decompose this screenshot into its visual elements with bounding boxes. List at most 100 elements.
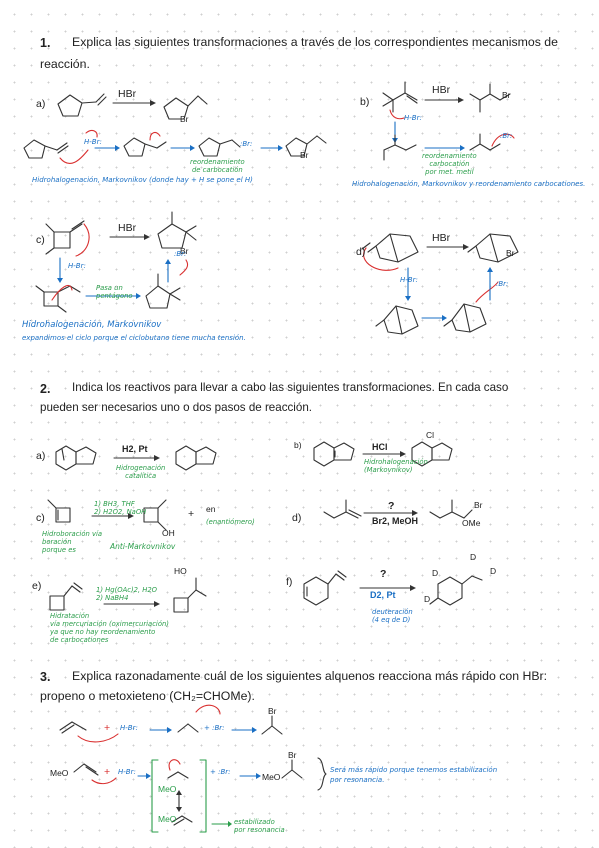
q3-stab-note: estabilizado por resonancia bbox=[234, 818, 285, 834]
q1b-product-structure bbox=[469, 83, 511, 113]
q3-conclusion-line1: Será más rápido porque tenemos estabiliz… bbox=[330, 766, 498, 774]
q3-conclusion-line2: por resonancia. bbox=[330, 776, 385, 784]
q2f-note-line2: (4 eq de D) bbox=[372, 616, 411, 624]
q3-row1-product-br: Br bbox=[268, 706, 277, 716]
q1b-note-line3: por met. metil bbox=[425, 168, 474, 176]
q2d-label: d) bbox=[292, 512, 302, 524]
q1d-bromide: :Br: bbox=[496, 280, 509, 288]
q1-text-line2: reacción. bbox=[40, 57, 90, 71]
q2c-note: Hidroboración vía boración porque es bbox=[42, 530, 102, 554]
q2e-note-line3: ya que no hay reordenamiento bbox=[50, 628, 156, 636]
q2c-plus: + bbox=[188, 508, 195, 520]
q2c-reagent-line1: 1) BH3, THF bbox=[94, 500, 135, 508]
q2d-question: ? bbox=[388, 500, 395, 512]
q3-row2-product bbox=[281, 759, 303, 779]
q2c-reagent-line2: 2) H2O2, NaOH bbox=[94, 508, 147, 516]
q2f-d-label-4: D bbox=[424, 594, 431, 604]
q1c-mech bbox=[35, 257, 189, 313]
q3-row1-plus: + bbox=[104, 722, 111, 734]
q2f-question: ? bbox=[380, 568, 387, 580]
q2c-note-line3: porque es bbox=[42, 546, 76, 554]
q1b-mech bbox=[383, 109, 515, 161]
q1d-product-structure bbox=[467, 233, 519, 263]
q3-row1-propene bbox=[59, 721, 119, 743]
q1c-note-line1: Pasa un bbox=[96, 284, 123, 292]
q1a-mech-step3 bbox=[198, 137, 241, 157]
q2f-note: deuteración (4 eq de D) bbox=[372, 608, 413, 624]
q3-stab-line2: por resonancia bbox=[234, 826, 285, 834]
q2f-reactant-structure bbox=[303, 570, 347, 606]
q3-resonance-bracket bbox=[151, 759, 207, 833]
q3-row2-meo-start: MeO bbox=[50, 768, 69, 778]
q1c-reagent: HBr bbox=[118, 222, 137, 234]
q2e-reagent-line1: 1) Hg(OAc)2, H2O bbox=[96, 586, 158, 594]
q2a-note: Hidrogenación catalítica bbox=[116, 464, 165, 480]
q1c-product-br: Br bbox=[180, 246, 189, 256]
q2c-product-oh: OH bbox=[162, 528, 175, 538]
q3-row2-meo-b: MeO bbox=[158, 814, 177, 824]
q2-number: 2. bbox=[40, 382, 51, 396]
q2a-reactant-structure bbox=[55, 445, 97, 471]
q1c-summary-line2: expandimos el ciclo porque el ciclobutan… bbox=[22, 334, 246, 342]
q2e-product-ho: HO bbox=[174, 566, 187, 576]
q2b-product-structure bbox=[411, 441, 453, 467]
q1b-reactant-structure bbox=[382, 81, 418, 113]
q2a-product-structure bbox=[175, 445, 217, 471]
q1a-reagent: HBr bbox=[118, 88, 137, 100]
q2b-reagent: HCl bbox=[372, 442, 388, 452]
q1d-label: d) bbox=[356, 246, 366, 258]
q2e-note-line2: vía mercuriación (oximercuriación) bbox=[50, 620, 169, 628]
q2b-note-line2: (Markovnikov) bbox=[364, 466, 413, 474]
q1a-mech-step1 bbox=[23, 129, 98, 164]
q3-stab-line1: estabilizado bbox=[234, 818, 275, 826]
q1a-note-line1: reordenamiento bbox=[190, 158, 245, 166]
q2e-reactant-structure bbox=[49, 582, 83, 611]
q3-row2-hbr: H-Br: bbox=[118, 768, 136, 776]
q2d-product-br: Br bbox=[474, 500, 483, 510]
q2b-label: b) bbox=[294, 440, 302, 450]
q2a-reagent: H2, Pt bbox=[122, 444, 148, 454]
q1b-label: b) bbox=[360, 96, 370, 108]
q2e-note-line1: Hidratación bbox=[50, 612, 90, 620]
q1b-reagent: HBr bbox=[432, 84, 451, 96]
q2c-enantiomer-line2: (enantiómero) bbox=[206, 518, 255, 526]
q2c-anti: Anti-Markovnikov bbox=[110, 542, 176, 551]
q2c-note-line1: Hidroboración vía bbox=[42, 530, 103, 538]
q1a-product-br2: Br bbox=[300, 150, 309, 160]
q2a-note-line1: Hidrogenación bbox=[116, 464, 166, 472]
q2-text-line2: pueden ser necesarios uno o dos pasos de… bbox=[40, 401, 312, 414]
q2a-label: a) bbox=[36, 450, 46, 462]
q2e-reagents: 1) Hg(OAc)2, H2O 2) NaBH4 bbox=[96, 586, 157, 602]
q2f-note-line1: deuteración bbox=[372, 608, 413, 616]
q3-row1-bromide: + :Br: bbox=[204, 724, 225, 732]
q3-row2-plus: + bbox=[104, 766, 111, 778]
q2e-reagent-line2: 2) NaBH4 bbox=[96, 594, 129, 602]
q1a-note: reordenamiento de carbocatión bbox=[190, 158, 245, 174]
q1d-reactant-structure bbox=[361, 233, 419, 271]
q3-row1-product bbox=[261, 715, 283, 735]
q2d-product-structure bbox=[429, 499, 473, 519]
q2-text-line1: Indica los reactivos para llevar a cabo … bbox=[72, 381, 509, 394]
q2b-reactant-structure bbox=[313, 441, 355, 467]
q2b-note: Hidrohalogenación (Markovnikov) bbox=[364, 458, 428, 474]
q1c-summary-line1: Hidrohalogenación, Markovnikov bbox=[22, 320, 162, 330]
q1-text-line1: Explica las siguientes transformaciones … bbox=[72, 35, 558, 49]
q1a-product-structure bbox=[163, 95, 208, 120]
q2b-note-line1: Hidrohalogenación bbox=[364, 458, 428, 466]
q2e-label: e) bbox=[32, 580, 42, 592]
q2f-d-label-1: D bbox=[470, 552, 477, 562]
q1d-mech bbox=[375, 267, 499, 335]
q2a-note-line2: catalítica bbox=[125, 472, 157, 480]
q2b-product-cl: Cl bbox=[426, 430, 435, 440]
q1b-note-line1: reordenamiento bbox=[422, 152, 477, 160]
q2d-reactant-structure bbox=[323, 499, 362, 519]
q2c-product-structure bbox=[143, 499, 167, 531]
q1b-product-br: Br bbox=[502, 90, 511, 100]
q2c-note-line2: boración bbox=[42, 538, 72, 546]
q2f-d-label-3: D bbox=[490, 566, 497, 576]
q1a-note-line2: de carbocatión bbox=[191, 166, 243, 174]
q2e-product-structure bbox=[173, 577, 207, 613]
q3-conclusion-brace bbox=[317, 757, 327, 791]
q1a-hbr: H-Br: bbox=[84, 138, 102, 146]
